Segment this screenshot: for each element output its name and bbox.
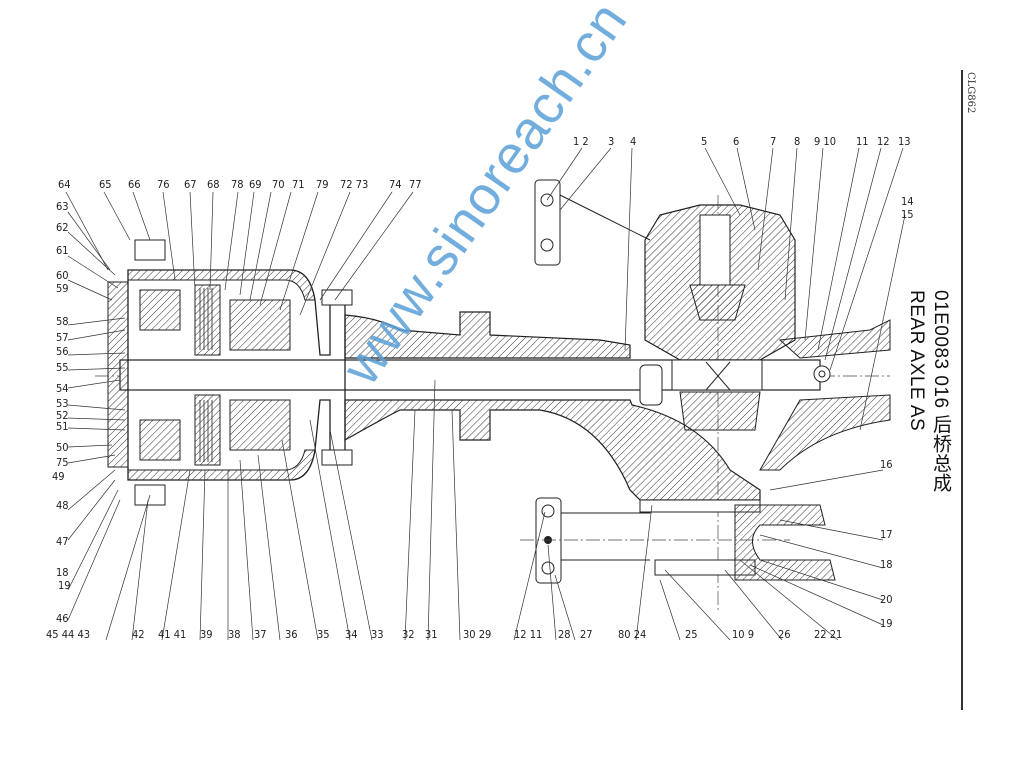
callout: 27 xyxy=(580,628,593,641)
frame-border-line xyxy=(961,70,963,710)
callout: 53 xyxy=(56,397,69,410)
callout: 46 xyxy=(56,612,69,625)
title-block: 01E0083 016 后桥总成 REAR AXLE AS xyxy=(905,290,954,492)
callout: 45 44 43 xyxy=(46,628,90,641)
callout: 68 xyxy=(207,178,220,191)
main-reducer xyxy=(639,204,831,431)
callout: 57 xyxy=(56,331,69,344)
axle-housing xyxy=(344,311,891,501)
callout: 1 2 xyxy=(573,135,589,148)
callout: 12 xyxy=(877,135,890,148)
callout: 72 73 xyxy=(340,178,368,191)
callout: 19 xyxy=(880,617,893,630)
callout: 7 xyxy=(770,135,776,148)
callout: 71 xyxy=(292,178,305,191)
drawing-title: REAR AXLE AS xyxy=(906,290,927,432)
callout: 55 xyxy=(56,361,69,374)
callouts-bottom-right: 12 11 28 27 80 24 25 10 9 26 22 21 xyxy=(514,628,842,641)
callout: 15 xyxy=(901,208,914,221)
callout: 47 xyxy=(56,535,69,548)
callout: 8 xyxy=(794,135,800,148)
callout: 16 xyxy=(880,458,893,471)
callout: 54 xyxy=(56,382,69,395)
callout: 77 xyxy=(409,178,422,191)
callouts-top-left: 64 65 66 76 67 68 78 69 70 71 79 72 73 7… xyxy=(58,178,422,191)
callout: 18 xyxy=(880,558,893,571)
callout: 65 xyxy=(99,178,112,191)
lower-mount-bracket xyxy=(520,497,790,584)
callout: 76 xyxy=(157,178,170,191)
callout: 75 xyxy=(56,456,69,469)
callout: 39 xyxy=(200,628,213,641)
callout: 52 xyxy=(56,409,69,422)
callout: 35 xyxy=(317,628,330,641)
callouts-bottom-left: 45 44 43 42 41 41 39 38 37 36 35 34 33 3… xyxy=(46,628,491,641)
callout: 58 xyxy=(56,315,69,328)
callout: 61 xyxy=(56,244,69,257)
callout: 14 xyxy=(901,195,914,208)
callout: 62 xyxy=(56,221,69,234)
callout: 12 11 xyxy=(514,628,542,641)
callout: 17 xyxy=(880,528,893,541)
callout: 67 xyxy=(184,178,197,191)
callout: 18 xyxy=(56,566,69,579)
drawing-number: 01E0083 016 后桥总成 xyxy=(930,290,951,493)
callout: 63 xyxy=(56,200,69,213)
callout: 50 xyxy=(56,441,69,454)
callout: 28 xyxy=(558,628,571,641)
callout: 4 xyxy=(630,135,636,148)
callouts-top-right: 1 2 3 4 5 6 7 8 9 10 11 12 13 14 15 xyxy=(573,135,914,221)
callout: 26 xyxy=(778,628,791,641)
callout: 6 xyxy=(733,135,739,148)
callout: 38 xyxy=(228,628,241,641)
callout: 60 xyxy=(56,269,69,282)
sheet-code: CLG862 xyxy=(965,72,976,114)
callout: 78 xyxy=(231,178,244,191)
callout: 30 29 xyxy=(463,628,491,641)
callout: 80 24 xyxy=(618,628,646,641)
pinion-flange xyxy=(734,504,836,581)
callout: 69 xyxy=(249,178,262,191)
callout: 11 xyxy=(856,135,869,148)
callout: 74 xyxy=(389,178,402,191)
callout: 66 xyxy=(128,178,141,191)
callout: 34 xyxy=(345,628,358,641)
callout: 13 xyxy=(898,135,911,148)
callout: 19 xyxy=(58,579,71,592)
callout: 36 xyxy=(285,628,298,641)
callout: 22 21 xyxy=(814,628,842,641)
callout: 64 xyxy=(58,178,71,191)
callout: 49 xyxy=(52,470,65,483)
callout: 37 xyxy=(254,628,267,641)
callouts-left-side: 63 62 61 60 59 58 57 56 55 54 53 52 51 5… xyxy=(52,200,71,625)
callout: 25 xyxy=(685,628,698,641)
callout: 59 xyxy=(56,282,69,295)
callout: 31 xyxy=(425,628,438,641)
callout: 70 xyxy=(272,178,285,191)
callout: 48 xyxy=(56,499,69,512)
callout: 56 xyxy=(56,345,69,358)
callout: 5 xyxy=(701,135,707,148)
callout: 51 xyxy=(56,420,69,433)
callout: 41 41 xyxy=(158,628,186,641)
callout: 10 9 xyxy=(732,628,754,641)
callouts-right-side: 16 17 18 20 19 xyxy=(880,458,893,630)
callout-leaders xyxy=(65,147,906,641)
callout: 3 xyxy=(608,135,614,148)
callout: 79 xyxy=(316,178,329,191)
callout: 32 xyxy=(402,628,415,641)
callout: 9 10 xyxy=(814,135,836,148)
callout: 42 xyxy=(132,628,145,641)
callout: 20 xyxy=(880,593,893,606)
callout: 33 xyxy=(371,628,384,641)
